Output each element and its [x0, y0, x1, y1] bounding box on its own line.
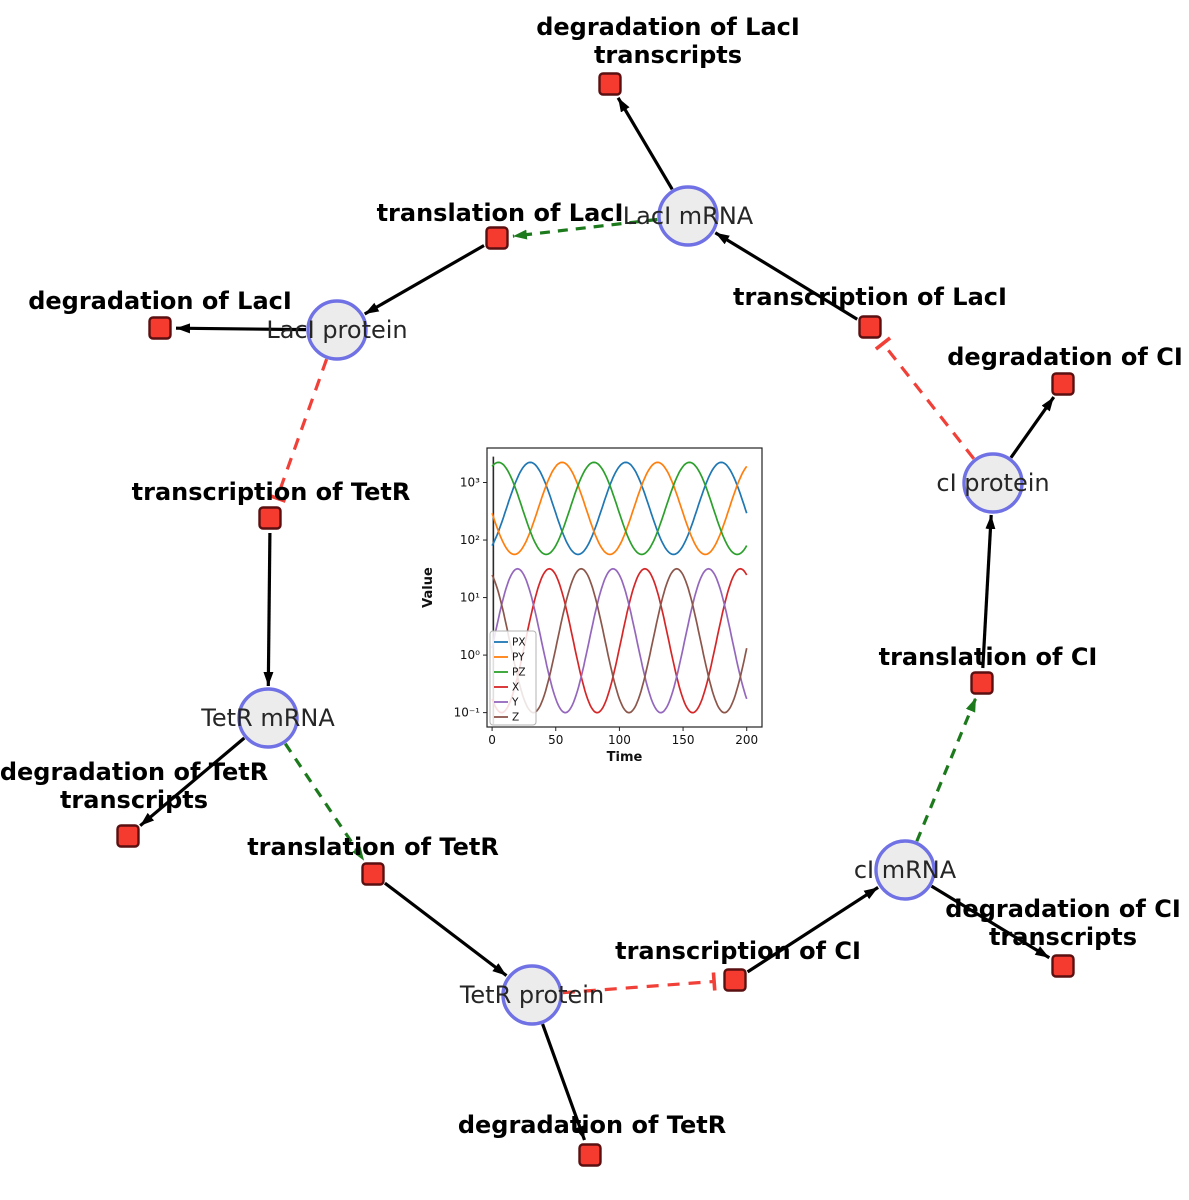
reaction-label-line: degradation of TetR [0, 758, 268, 786]
edge-laci-mrna-deg-laci-transcripts-consumption [616, 96, 674, 191]
edge-tetr-mrna-deg-tetr-transcripts-consumption [139, 736, 246, 827]
reaction-label-transcription-laci: transcription of LacI [733, 283, 1007, 311]
reaction-label-line: transcripts [60, 786, 208, 814]
chart-series-PY [491, 461, 748, 556]
chart-x-tick-label: 50 [548, 733, 563, 747]
reaction-label-line: transcription of TetR [132, 478, 411, 506]
species-node-ci-protein[interactable] [962, 452, 1024, 514]
species-label-ci-mrna: cI mRNA [854, 856, 957, 884]
species-node-laci-mrna[interactable] [657, 185, 719, 247]
chart-x-tick-label: 150 [672, 733, 695, 747]
chart-series-PX [491, 461, 748, 556]
reaction-label-transcription-ci: transcription of CI [615, 937, 861, 965]
species-label-laci-mrna: LacI mRNA [623, 202, 754, 230]
edge-ci-protein-deg-ci-consumption [1009, 396, 1056, 459]
species-node-laci-protein[interactable] [306, 299, 368, 361]
edge-tetr-protein-deg-tetr-consumption [541, 1023, 587, 1141]
chart-xlabel: Time [607, 750, 643, 765]
chart-x-tick-label: 200 [735, 733, 758, 747]
edge-ci-mrna-translation-ci-modifier [915, 697, 978, 842]
edge-translation-tetr-tetr-protein-production [383, 881, 508, 977]
edge-tetr-mrna-translation-tetr-modifier [283, 742, 366, 862]
reaction-label-line: degradation of LacI [28, 287, 292, 315]
reaction-label-line: transcripts [989, 923, 1137, 951]
edge-ci-mrna-deg-ci-transcripts-consumption [930, 884, 1051, 960]
species-label-tetr-protein: TetR protein [459, 981, 604, 1009]
reaction-label-transcription-tetr: transcription of TetR [132, 478, 411, 506]
reaction-label-translation-ci: translation of CI [879, 643, 1098, 671]
reaction-node-transcription-ci[interactable] [723, 968, 747, 992]
chart-y-tick-label: 10¹ [460, 591, 480, 605]
species-node-tetr-mrna[interactable] [237, 687, 299, 749]
reaction-node-deg-laci-transcripts[interactable] [598, 72, 622, 96]
reaction-node-transcription-tetr[interactable] [258, 506, 282, 530]
reaction-node-deg-tetr-transcripts[interactable] [116, 824, 140, 848]
edge-laci-protein-deg-laci-consumption [175, 323, 307, 334]
reaction-label-line: degradation of CI [945, 895, 1181, 923]
edge-translation-ci-ci-protein-production [981, 514, 996, 669]
edge-translation-laci-laci-protein-production [363, 244, 485, 316]
reaction-node-deg-laci[interactable] [148, 316, 172, 340]
chart-y-tick-label: 10⁰ [460, 648, 480, 662]
reaction-label-translation-tetr: translation of TetR [247, 833, 499, 861]
species-node-ci-mrna[interactable] [874, 839, 936, 901]
legend-label-PZ: PZ [512, 667, 526, 679]
chart-ylabel: Value [421, 567, 436, 608]
edge-ci-protein-transcription-laci-inhibition [874, 336, 976, 460]
species-label-tetr-mrna: TetR mRNA [200, 704, 335, 732]
reaction-label-deg-ci: degradation of CI [947, 343, 1183, 371]
edge-transcription-ci-ci-mrna-production [746, 886, 879, 974]
legend-label-PX: PX [512, 637, 526, 649]
reaction-label-line: translation of LacI [377, 199, 624, 227]
chart-y-tick-label: 10² [460, 533, 480, 547]
chart-series-X [491, 567, 748, 714]
reaction-node-deg-ci-transcripts[interactable] [1051, 954, 1075, 978]
reaction-node-translation-laci[interactable] [485, 226, 509, 250]
reaction-label-line: degradation of CI [947, 343, 1183, 371]
reaction-node-transcription-laci[interactable] [858, 315, 882, 339]
reaction-label-deg-laci: degradation of LacI [28, 287, 292, 315]
legend-label-Y: Y [511, 697, 519, 709]
edge-tetr-protein-transcription-ci-inhibition [562, 972, 717, 995]
legend-label-Z: Z [512, 712, 519, 724]
chart-x-tick-label: 100 [608, 733, 631, 747]
chart-y-tick-label: 10³ [460, 476, 480, 490]
reaction-label-line: degradation of TetR [458, 1111, 726, 1139]
reaction-label-line: transcription of CI [615, 937, 861, 965]
reaction-label-line: transcripts [594, 41, 742, 69]
edge-laci-mrna-translation-laci-modifier [512, 217, 658, 240]
reaction-node-deg-ci[interactable] [1051, 372, 1075, 396]
edge-transcription-laci-laci-mrna-production [714, 231, 859, 321]
species-node-tetr-protein[interactable] [501, 964, 563, 1026]
reaction-node-translation-tetr[interactable] [361, 862, 385, 886]
chart-series-Y [491, 567, 748, 714]
chart-legend: PX PY PZ XYZ [489, 630, 537, 726]
reaction-node-deg-tetr[interactable] [578, 1143, 602, 1167]
chart-y-tick-label: 10⁻¹ [454, 706, 481, 720]
species-label-laci-protein: LacI protein [266, 316, 407, 344]
reaction-label-line: translation of CI [879, 643, 1098, 671]
edge-laci-protein-transcription-tetr-inhibition [267, 358, 329, 503]
reaction-label-translation-laci: translation of LacI [377, 199, 624, 227]
reaction-label-line: translation of TetR [247, 833, 499, 861]
edge-transcription-tetr-tetr-mrna-production [263, 532, 274, 687]
reaction-label-line: degradation of LacI [536, 13, 800, 41]
legend-label-PY: PY [512, 652, 525, 664]
species-label-ci-protein: cI protein [936, 469, 1049, 497]
legend-label-X: X [512, 682, 519, 694]
chart-spines [486, 447, 763, 728]
reaction-node-translation-ci[interactable] [970, 671, 994, 695]
chart-series-PZ [491, 461, 748, 556]
reaction-label-line: transcription of LacI [733, 283, 1007, 311]
reaction-label-deg-tetr: degradation of TetR [458, 1111, 726, 1139]
chart-x-tick-label: 0 [488, 733, 496, 747]
